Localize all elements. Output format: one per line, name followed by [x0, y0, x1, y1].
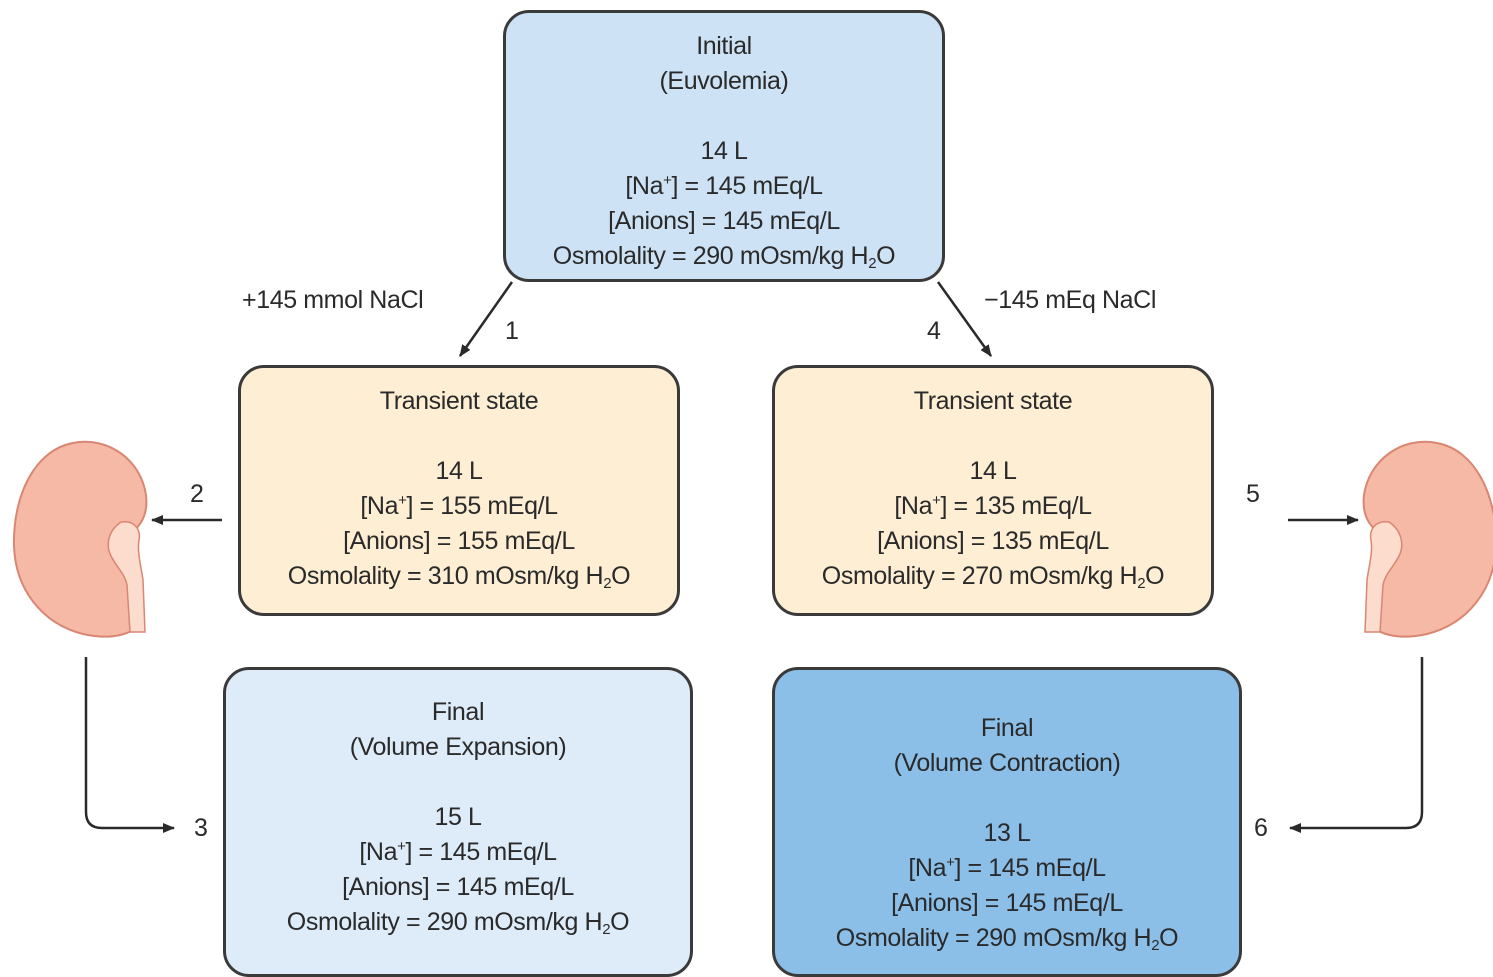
- connector-left-kidney-to-final: [84, 657, 175, 833]
- osmolality-value: Osmolality = 270 mOsm/kg H2O: [821, 562, 1165, 592]
- volume-value: 14 L: [700, 137, 748, 165]
- box-title: Transient state: [379, 387, 539, 415]
- anions-value: [Anions] = 135 mEq/L: [877, 527, 1109, 555]
- transient-state-box-left: Transient state 14 L [Na+] = 155 mEq/L […: [238, 365, 680, 616]
- transient-state-box-right: Transient state 14 L [Na+] = 135 mEq/L […: [772, 365, 1214, 616]
- sodium-value: [Na+] = 135 mEq/L: [894, 492, 1092, 520]
- remove-nacl-label: −145 mEq NaCl: [984, 286, 1156, 314]
- box-subtitle: (Euvolemia): [659, 67, 789, 95]
- sodium-value: [Na+] = 145 mEq/L: [625, 172, 823, 200]
- arrow-add-nacl: [458, 281, 514, 357]
- sodium-value: [Na+] = 145 mEq/L: [908, 854, 1106, 882]
- osmolality-value: Osmolality = 310 mOsm/kg H2O: [287, 562, 631, 592]
- anions-value: [Anions] = 155 mEq/L: [343, 527, 575, 555]
- volume-value: 13 L: [983, 819, 1031, 847]
- box-title: Final: [980, 714, 1034, 742]
- box-subtitle: (Volume Expansion): [349, 733, 567, 761]
- volume-value: 15 L: [434, 803, 482, 831]
- step-1-label: 1: [505, 317, 519, 345]
- final-expansion-box: Final (Volume Expansion) 15 L [Na+] = 14…: [223, 667, 693, 977]
- final-contraction-box: Final (Volume Contraction) 13 L [Na+] = …: [772, 667, 1242, 977]
- step-4-label: 4: [927, 317, 941, 345]
- kidney-icon: [12, 440, 148, 638]
- volume-value: 14 L: [969, 457, 1017, 485]
- osmolality-value: Osmolality = 290 mOsm/kg H2O: [286, 908, 630, 938]
- arrow-remove-nacl: [936, 281, 993, 357]
- add-nacl-label: +145 mmol NaCl: [242, 286, 424, 314]
- osmolality-value: Osmolality = 290 mOsm/kg H2O: [552, 242, 896, 272]
- box-title: Final: [431, 698, 485, 726]
- connector-right-kidney-to-final: [1289, 657, 1424, 833]
- initial-state-box: Initial (Euvolemia) 14 L [Na+] = 145 mEq…: [503, 10, 945, 282]
- step-5-label: 5: [1246, 480, 1260, 508]
- osmolality-value: Osmolality = 290 mOsm/kg H2O: [835, 924, 1179, 954]
- step-3-label: 3: [194, 814, 208, 842]
- sodium-value: [Na+] = 155 mEq/L: [360, 492, 558, 520]
- anions-value: [Anions] = 145 mEq/L: [342, 873, 574, 901]
- sodium-value: [Na+] = 145 mEq/L: [359, 838, 557, 866]
- box-title: Initial: [696, 32, 752, 60]
- box-title: Transient state: [913, 387, 1073, 415]
- kidney-icon: [1362, 440, 1493, 638]
- anions-value: [Anions] = 145 mEq/L: [891, 889, 1123, 917]
- anions-value: [Anions] = 145 mEq/L: [608, 207, 840, 235]
- step-6-label: 6: [1254, 814, 1268, 842]
- step-2-label: 2: [190, 480, 204, 508]
- box-subtitle: (Volume Contraction): [893, 749, 1121, 777]
- volume-value: 14 L: [435, 457, 483, 485]
